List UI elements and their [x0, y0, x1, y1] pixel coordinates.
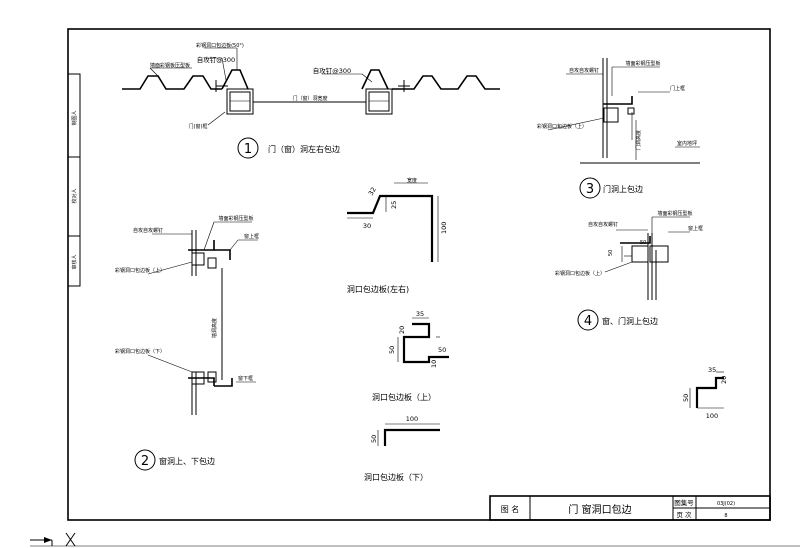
title-label-page: 页 次 — [676, 510, 692, 519]
prf-bottom-dim-100: 100 — [406, 415, 418, 423]
prf-lr-dim-25: 25 — [390, 201, 398, 209]
detail-2-drawing: 自攻自攻螺钉 墙面彩钢压型板 窗上框 彩钢洞口包边板（上） 墙洞高度 彩钢洞口包… — [115, 215, 259, 471]
prf-corner-dim-50: 50 — [682, 394, 690, 402]
detail-3-caption: 门洞上包边 — [603, 184, 643, 194]
prf-top-dim-35: 35 — [416, 310, 424, 318]
profile-corner: 35 20 50 100 — [682, 366, 728, 420]
prf-corner-dim-35: 35 — [708, 366, 716, 374]
ucs-marker — [30, 532, 800, 547]
drawing-name: 门 窗洞口包边 — [568, 503, 631, 516]
d2-callout-wall-panel: 墙面彩钢压型板 — [218, 215, 253, 222]
prf-lr-dim-width: 宽度 — [407, 177, 417, 184]
d4-dim-50a: 50 — [608, 250, 614, 256]
d3-callout-trim: 彩钢洞口包边板（上） — [537, 123, 587, 130]
d1-callout-screw-left: 自攻钉@300 — [197, 55, 235, 64]
d1-callout-trim: 彩钢洞口包边板(50°) — [196, 42, 244, 49]
d3-callout-floor: 室内地坪 — [677, 140, 697, 147]
d4-callout-window-head: 窗上框 — [688, 225, 703, 232]
page-number: 8 — [724, 513, 727, 519]
prf-lr-dim-30: 30 — [363, 222, 371, 230]
d2-dim-opening-height: 墙洞高度 — [211, 318, 218, 338]
detail-2-tag: 2 窗洞上、下包边 — [134, 449, 215, 471]
d3-callout-wall-panel: 墙面彩钢压型板 — [625, 60, 660, 67]
prf-top-dim-50b: 50 — [438, 346, 446, 354]
profile-bottom: 100 50 洞口包边板（下） — [364, 415, 440, 482]
d4-dim-50b: 50 — [640, 240, 646, 246]
detail-2-caption: 窗洞上、下包边 — [159, 456, 215, 466]
detail-3-tag: 3 门洞上包边 — [579, 177, 643, 199]
detail-1-number: 1 — [244, 142, 252, 157]
d2-callout-trim-bottom: 彩钢洞口包边板（下） — [115, 348, 165, 355]
side-label-reviewer: 审核人 — [71, 254, 78, 269]
detail-3-drawing: 自攻自攻螺钉 墙面彩钢压型板 门上框 彩钢洞口包边板（上） 门洞高度 室内地坪 … — [537, 58, 700, 199]
d2-callout-trim-top: 彩钢洞口包边板（上） — [115, 267, 165, 274]
d4-callout-wall-panel: 墙面彩钢压型板 — [657, 210, 692, 217]
d3-callout-door-head: 门上框 — [670, 85, 685, 92]
prf-bottom-dim-50: 50 — [370, 435, 378, 443]
d4-callout-trim: 彩钢洞口包边板（上） — [555, 270, 605, 277]
d1-callout-wall-panel: 墙面彩钢板压型板 — [150, 62, 190, 69]
title-block: 图 名 门 窗洞口包边 图集号 03J(02) 页 次 8 — [489, 495, 771, 521]
profile-left-right: 宽度 32 30 25 100 洞口包边板(左右) — [347, 177, 448, 294]
d2-callout-screw: 自攻自攻螺钉 — [133, 227, 163, 234]
side-label-drafter: 制图人 — [71, 110, 78, 125]
d4-callout-screw: 自攻自攻螺钉 — [588, 221, 618, 228]
side-label-checker: 校对人 — [71, 188, 78, 203]
detail-4-drawing: 自攻自攻螺钉 墙面彩钢压型板 窗上框 彩钢洞口包边板（上） 50 50 4 窗、… — [555, 210, 703, 331]
prf-top-dim-20: 20 — [398, 326, 406, 334]
title-label-name: 图 名 — [501, 504, 520, 514]
prf-lr-dim-32: 32 — [367, 186, 378, 197]
detail-3-number: 3 — [586, 182, 594, 197]
prf-bottom-caption: 洞口包边板（下） — [364, 472, 428, 482]
d1-dim-opening-width: 门（窗）洞宽度 — [292, 95, 327, 102]
d2-callout-sill: 窗下框 — [238, 375, 253, 382]
detail-2-number: 2 — [141, 454, 149, 469]
sheet-border — [67, 28, 771, 521]
prf-corner-dim-100: 100 — [706, 412, 718, 420]
d3-callout-screw: 自攻自攻螺钉 — [569, 67, 599, 74]
prf-lr-caption: 洞口包边板(左右) — [347, 284, 409, 294]
prf-corner-dim-20: 20 — [720, 376, 728, 384]
prf-top-caption: 洞口包边板（上） — [372, 392, 436, 402]
d2-callout-window-head: 窗上框 — [244, 233, 259, 240]
title-label-number: 图集号 — [674, 498, 694, 507]
prf-top-dim-50a: 50 — [388, 346, 396, 354]
prf-lr-dim-100: 100 — [440, 222, 448, 234]
side-strip — [67, 73, 81, 287]
d3-dim-door-height: 门洞高度 — [635, 130, 642, 150]
detail-4-tag: 4 窗、门洞上包边 — [577, 309, 658, 331]
detail-4-number: 4 — [584, 314, 592, 329]
prf-top-dim-10: 10 — [430, 360, 438, 368]
drawing-number: 03J(02) — [717, 501, 735, 507]
detail-1-tag: 1 门（窗）洞左右包边 — [237, 137, 340, 159]
detail-1-drawing: 墙面彩钢板压型板 彩钢洞口包边板(50°) 自攻钉@300 自攻钉@300 门（… — [122, 42, 500, 159]
d1-callout-frame: 门(窗)框 — [189, 123, 208, 130]
d1-callout-screw-right: 自攻钉@300 — [313, 66, 351, 75]
profile-top: 35 50 20 50 10 洞口包边板（上） — [372, 310, 449, 402]
detail-4-caption: 窗、门洞上包边 — [602, 316, 658, 326]
detail-1-caption: 门（窗）洞左右包边 — [268, 144, 340, 154]
